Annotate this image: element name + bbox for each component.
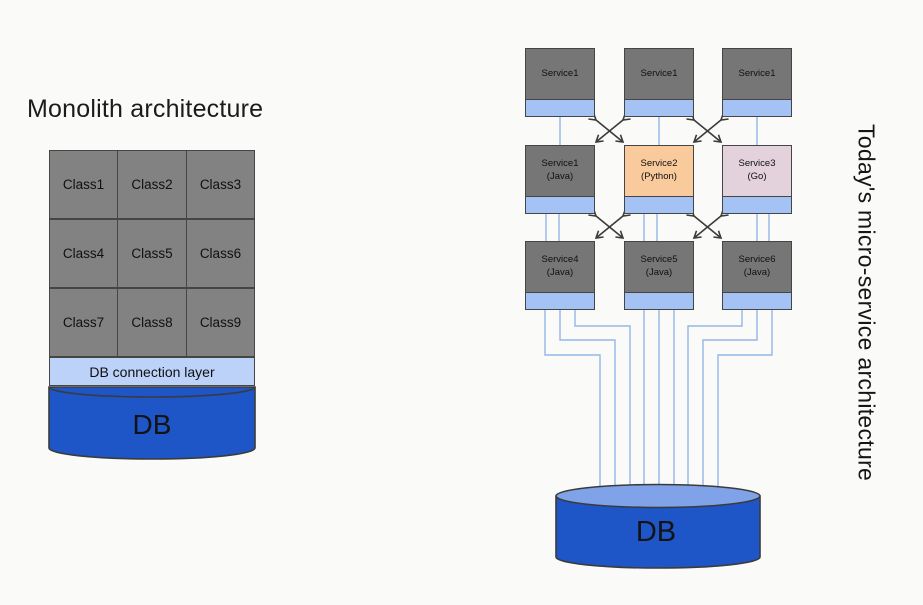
- service-links-row2-row3: [545, 214, 770, 241]
- service-box: Service5(Java): [624, 241, 694, 310]
- service-box: Service4(Java): [525, 241, 595, 310]
- service-sublabel: (Java): [743, 267, 771, 278]
- microservice-db-cylinder: DB: [555, 483, 761, 569]
- monolith-db-cylinder: DB: [48, 386, 256, 460]
- service-body: Service6(Java): [723, 242, 791, 292]
- service-box: Service1(Java): [525, 145, 595, 214]
- service-api-strip: [625, 196, 693, 213]
- service-db-links: [544, 309, 773, 498]
- class-cell: Class4: [50, 219, 118, 288]
- monolith-title: Monolith architecture: [27, 95, 264, 123]
- microservice-title-wrap: Today's micro-service architecture: [846, 0, 886, 605]
- class-cell: Class7: [50, 288, 118, 356]
- service-api-strip: [625, 99, 693, 116]
- service-api-strip: [723, 99, 791, 116]
- service-box: Service1: [624, 48, 694, 117]
- service-body: Service1: [526, 49, 594, 99]
- service-api-strip: [526, 292, 594, 309]
- service-sublabel: (Go): [747, 171, 767, 182]
- service-body: Service1: [723, 49, 791, 99]
- service-body: Service1(Java): [526, 146, 594, 196]
- class-cell: Class9: [186, 288, 254, 356]
- class-cell: Class3: [186, 151, 254, 219]
- service-body: Service4(Java): [526, 242, 594, 292]
- service-box: Service1: [722, 48, 792, 117]
- microservice-title: Today's micro-service architecture: [853, 123, 880, 482]
- service-label: Service1: [541, 67, 579, 79]
- service-label: Service6: [738, 254, 776, 266]
- class-cell: Class6: [186, 219, 254, 288]
- service-api-strip: [526, 196, 594, 213]
- service-label: Service2: [640, 158, 678, 170]
- service-label: Service1: [640, 67, 678, 79]
- service-label: Service1: [541, 158, 579, 170]
- service-label: Service4: [541, 254, 579, 266]
- service-body: Service5(Java): [625, 242, 693, 292]
- service-box: Service1: [525, 48, 595, 117]
- service-links-row1-row2: [559, 117, 758, 145]
- service-sublabel: (Python): [641, 171, 677, 182]
- class-cell: Class8: [118, 288, 186, 356]
- service-sublabel: (Java): [546, 171, 574, 182]
- class-grid: Class1 Class2 Class3 Class4 Class5 Class…: [49, 150, 255, 357]
- class-cell: Class2: [118, 151, 186, 219]
- service-api-strip: [625, 292, 693, 309]
- service-label: Service3: [738, 158, 776, 170]
- service-body: Service1: [625, 49, 693, 99]
- service-api-strip: [526, 99, 594, 116]
- service-sublabel: (Java): [546, 267, 574, 278]
- class-cell: Class5: [118, 219, 186, 288]
- service-body: Service3(Go): [723, 146, 791, 196]
- service-box: Service3(Go): [722, 145, 792, 214]
- service-api-strip: [723, 292, 791, 309]
- db-connection-layer: DB connection layer: [49, 357, 255, 386]
- service-sublabel: (Java): [645, 267, 673, 278]
- service-label: Service1: [738, 67, 776, 79]
- service-label: Service5: [640, 254, 678, 266]
- db-label: DB: [636, 516, 676, 548]
- service-api-strip: [723, 196, 791, 213]
- db-label: DB: [133, 409, 172, 440]
- service-box: Service6(Java): [722, 241, 792, 310]
- class-cell: Class1: [50, 151, 118, 219]
- service-body: Service2(Python): [625, 146, 693, 196]
- service-box: Service2(Python): [624, 145, 694, 214]
